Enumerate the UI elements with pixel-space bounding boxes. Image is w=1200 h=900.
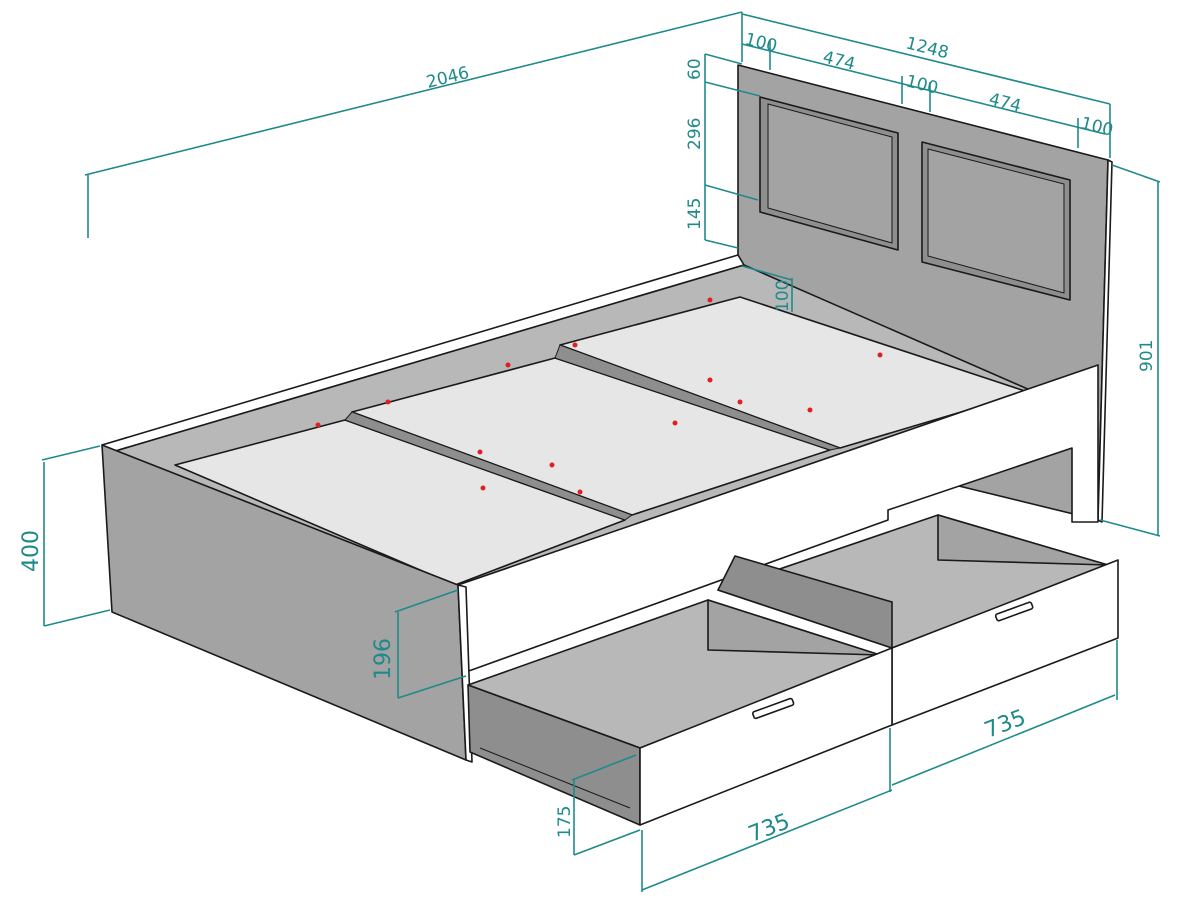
screw-mark xyxy=(480,485,486,491)
dim-ext xyxy=(1111,164,1161,183)
screw-mark xyxy=(477,449,483,455)
dim-ext xyxy=(394,589,459,613)
dim-line-drawer-1 xyxy=(641,789,893,891)
screw-mark xyxy=(707,377,713,383)
drawer-left-front xyxy=(639,647,893,826)
label-length: 2046 xyxy=(424,63,471,93)
dim-line-drawer-2 xyxy=(891,694,1116,786)
screw-mark xyxy=(807,407,813,413)
dimension-lines xyxy=(41,11,1161,892)
label-rail-height: 196 xyxy=(371,638,396,680)
label-headboard-height: 901 xyxy=(1137,340,1157,372)
dim-line-length xyxy=(84,11,743,176)
label-panel-2: 474 xyxy=(987,89,1023,116)
drawer-left-back xyxy=(707,599,881,656)
label-panel-1: 474 xyxy=(821,47,857,74)
label-inset: 100 xyxy=(773,280,793,312)
dim-line-width xyxy=(741,13,1111,105)
label-bed-height: 400 xyxy=(19,530,44,572)
drawer-right-handle[interactable] xyxy=(994,601,1034,622)
dim-ext xyxy=(1099,519,1161,537)
screw-mark xyxy=(737,399,743,405)
headboard-edge xyxy=(1097,159,1113,523)
label-margin-left: 100 xyxy=(743,29,779,56)
headboard-cushion-right-face xyxy=(927,148,1065,294)
dim-ext xyxy=(741,265,793,281)
drawer-left xyxy=(467,599,893,826)
screw-mark xyxy=(707,297,713,303)
label-panel-height: 296 xyxy=(685,118,705,150)
screw-mark xyxy=(505,362,511,368)
drawer-left-handle[interactable] xyxy=(752,697,795,720)
drawer-right xyxy=(717,514,1119,726)
dim-ext xyxy=(43,609,111,627)
dim-line-segments xyxy=(741,43,1106,135)
label-drawer-1: 735 xyxy=(745,809,793,847)
label-gap: 100 xyxy=(904,71,940,98)
label-lower: 145 xyxy=(685,198,705,230)
screw-mark xyxy=(672,420,678,426)
label-drawer-2: 735 xyxy=(981,705,1029,743)
slats xyxy=(174,296,1029,586)
drawer-right-side xyxy=(717,555,893,649)
screw-mark xyxy=(877,352,883,358)
headboard-cushion-left-face xyxy=(767,103,893,244)
dim-ext xyxy=(573,829,641,856)
drawer-runner xyxy=(479,747,631,809)
slat-gap-1 xyxy=(344,411,634,521)
dim-ext xyxy=(704,81,761,97)
label-top-margin: 60 xyxy=(685,58,705,80)
drawer-right-back xyxy=(937,514,1109,566)
screw-mark xyxy=(315,422,321,428)
screw-mark xyxy=(549,462,555,468)
dim-ext xyxy=(571,754,637,781)
dim-ext xyxy=(397,675,467,699)
label-drawer-height: 175 xyxy=(555,806,575,838)
slat-gap-2 xyxy=(554,344,842,451)
front-side-rail xyxy=(457,364,1099,673)
dim-ext xyxy=(41,445,101,461)
dim-ext xyxy=(704,184,759,201)
screw-mark xyxy=(572,342,578,348)
screw-mark xyxy=(577,489,583,495)
dim-ext xyxy=(704,239,739,249)
screw-mark xyxy=(385,399,391,405)
dim-ext xyxy=(704,53,743,65)
